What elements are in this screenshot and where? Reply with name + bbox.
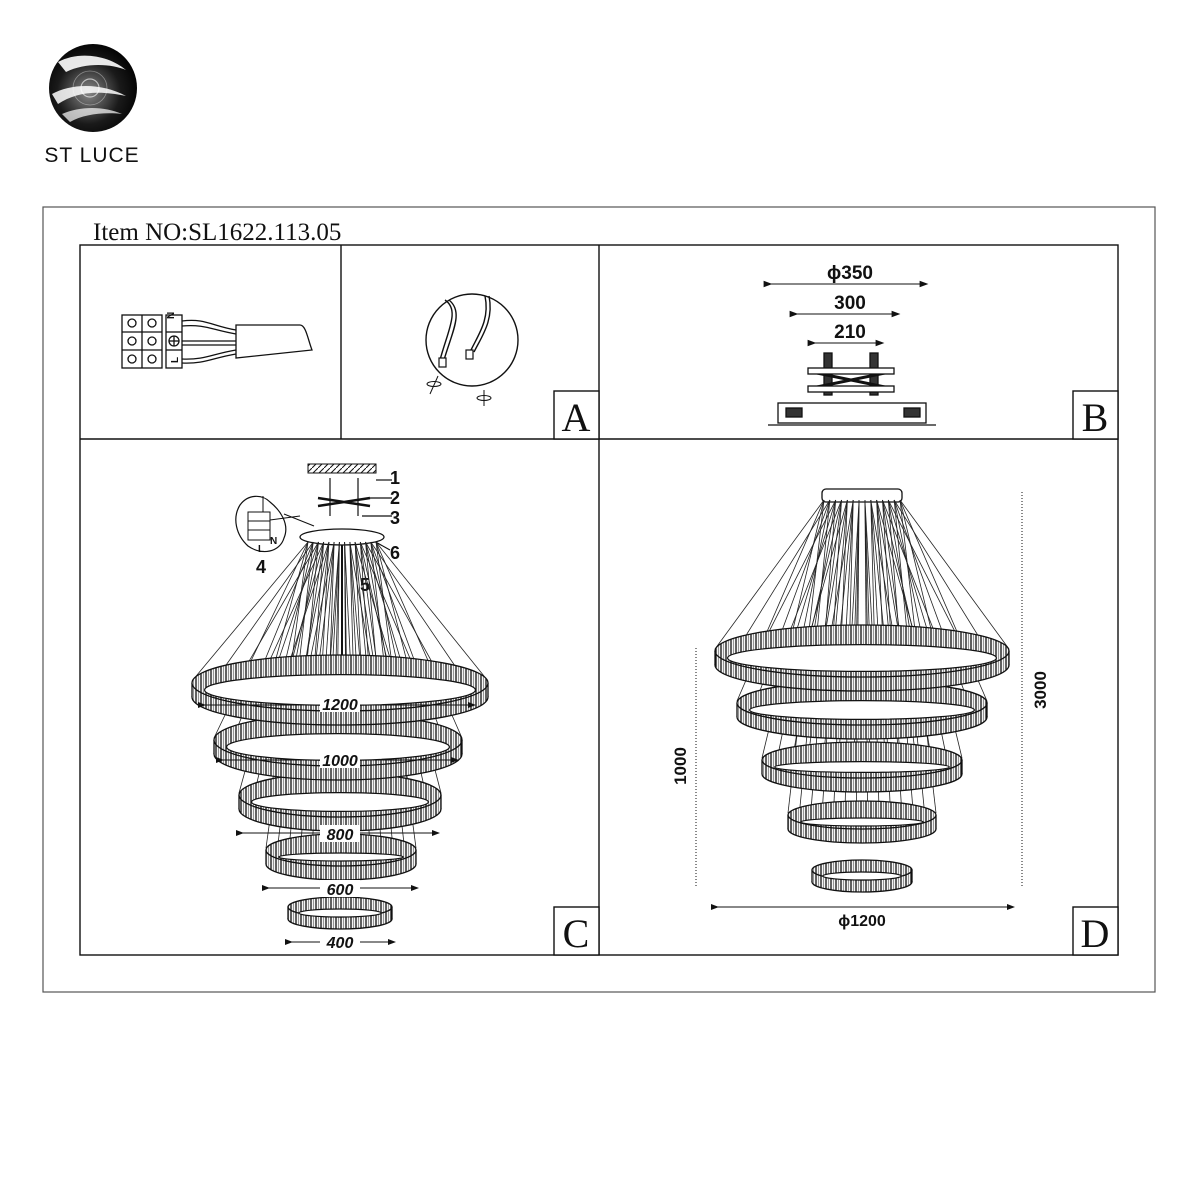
wire-detail — [425, 293, 519, 406]
panel-label-c: C — [553, 906, 600, 956]
panel-label-a: A — [553, 390, 600, 440]
cable-d-0-0 — [714, 499, 825, 650]
ring-d-1 — [736, 680, 988, 740]
panel-letter-a: A — [562, 395, 591, 440]
cable-d-0-1 — [737, 499, 831, 650]
cable-d-0-11 — [887, 499, 965, 650]
cable-d-0-12 — [893, 499, 987, 650]
item-number: Item NO:SL1622.113.05 — [93, 219, 341, 246]
cable-c-0-11 — [365, 541, 443, 682]
ring-d-4 — [811, 859, 913, 893]
ring-diameter-1000: 1000 — [322, 753, 358, 770]
callout-5: 5 — [360, 575, 370, 595]
mounting-plate-detail: ϕ350 300 210 — [763, 263, 936, 426]
supply-cable — [181, 319, 313, 364]
terminal-label-n: N — [166, 312, 177, 319]
ring-c-2 — [238, 772, 442, 832]
panel-label-d: D — [1072, 906, 1119, 956]
ceiling-hatch — [307, 463, 377, 474]
elevation-diagram: 3000 1000 ϕ1200 — [671, 488, 1050, 930]
ceiling-canopy — [777, 402, 927, 424]
cable-d-0-13 — [899, 499, 1010, 650]
dimension-height-1000: 1000 — [671, 747, 690, 785]
dimension-210: 210 — [834, 322, 866, 343]
panel-letter-d: D — [1081, 911, 1110, 956]
ring-stack-d — [714, 624, 1010, 893]
assembly-diagram: 1 2 3 6 5 4 N L 1200 1000 800 600 400 — [191, 463, 489, 952]
ring-diameter-800: 800 — [327, 827, 354, 844]
ring-diameter-600: 600 — [327, 882, 354, 899]
cable-d-0-7 — [864, 499, 874, 650]
panel-letter-b: B — [1082, 395, 1109, 440]
dimension-label-bg-400 — [320, 933, 360, 950]
ring-c-0 — [191, 654, 489, 726]
ring-diameter-400: 400 — [326, 935, 354, 952]
ring-diameter-1200: 1200 — [322, 697, 358, 714]
panel-label-b: B — [1072, 390, 1119, 440]
ring-c-4 — [287, 896, 393, 930]
cable-c-0-0 — [191, 541, 309, 682]
dimension-height-3000: 3000 — [1031, 671, 1050, 709]
dimension-diameter-350: ϕ350 — [827, 263, 873, 284]
ring-d-0 — [714, 624, 1010, 692]
canopy-d — [821, 488, 903, 503]
terminal-label-l-c: L — [258, 544, 264, 555]
callout-6: 6 — [390, 543, 400, 563]
ring-c-3 — [265, 833, 417, 881]
terminal-label-l: L — [170, 357, 181, 363]
terminal-block-panel: N L — [121, 312, 313, 369]
brand-name: ST LUCE — [44, 144, 139, 167]
ring-d-3 — [787, 800, 937, 844]
dimension-300: 300 — [834, 293, 866, 314]
outer-frame — [42, 206, 1156, 993]
ring-d-2 — [761, 741, 963, 793]
ring-stack-c: 1200 1000 800 600 400 — [191, 654, 489, 952]
cable-d-0-2 — [759, 499, 837, 650]
dimension-label-bg-1200 — [320, 695, 360, 712]
cable-c-0-13 — [375, 541, 489, 682]
dimension-label-bg-1000 — [320, 751, 360, 768]
dimension-label-bg-600 — [320, 880, 360, 897]
callout-2: 2 — [390, 488, 400, 508]
dimension-label-bg-800 — [320, 825, 360, 842]
callout-4: 4 — [256, 557, 266, 577]
terminal-label-n-c: N — [270, 536, 277, 547]
cable-d-0-6 — [850, 499, 860, 650]
brand-logo: ST LUCE — [44, 44, 139, 167]
panel-letter-c: C — [563, 911, 590, 956]
callout-3: 3 — [390, 508, 400, 528]
callout-1: 1 — [390, 468, 400, 488]
dimension-diameter-1200: ϕ1200 — [838, 913, 886, 930]
